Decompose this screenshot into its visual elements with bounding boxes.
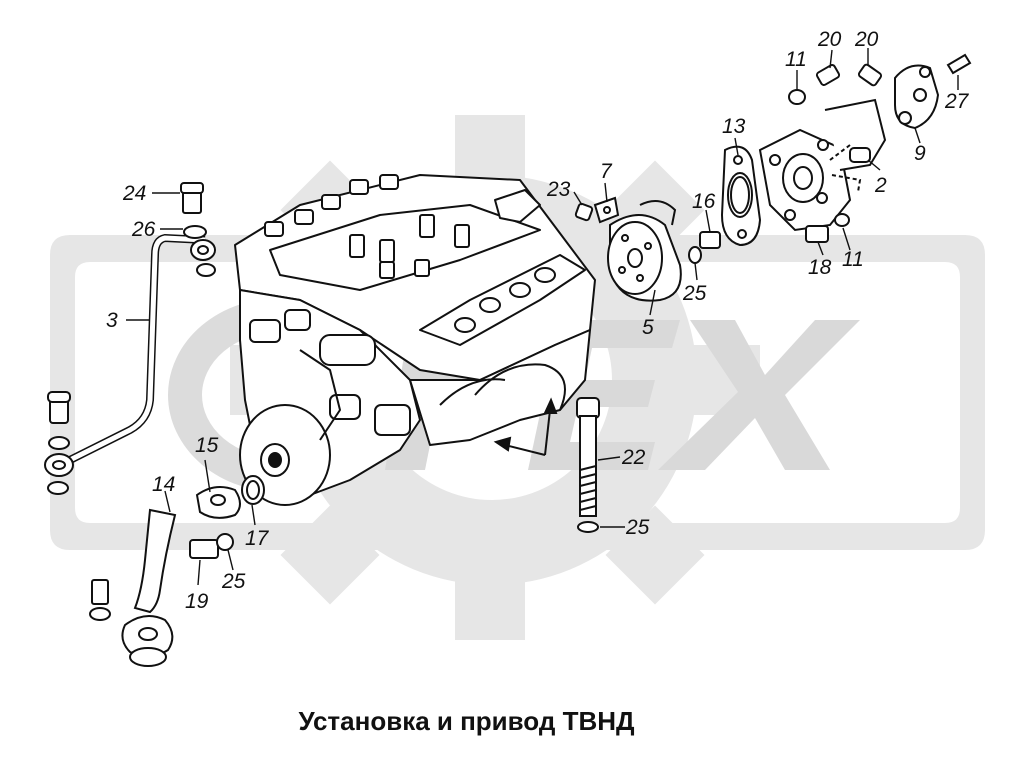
callout-5: 5 — [642, 316, 654, 339]
callout-20-right: 20 — [854, 28, 879, 51]
callout-25-bolt: 25 — [625, 516, 650, 539]
callout-17: 17 — [245, 527, 270, 550]
drive-flange — [574, 196, 721, 302]
callouts: 24 26 3 14 15 17 19 25 23 7 5 16 25 13 1… — [106, 28, 970, 613]
long-bolt — [576, 397, 600, 533]
leader-lines — [126, 48, 959, 586]
fuel-pipe — [68, 233, 206, 464]
callout-26: 26 — [131, 218, 156, 241]
callout-11-bottom: 11 — [842, 248, 864, 271]
callout-2: 2 — [874, 174, 887, 197]
callout-25-flange: 25 — [682, 282, 707, 305]
callout-20-left: 20 — [817, 28, 842, 51]
fuel-pump-body — [234, 174, 596, 506]
pump-outlets — [419, 254, 586, 411]
callout-7: 7 — [600, 160, 613, 183]
callout-18: 18 — [808, 256, 832, 279]
callout-14: 14 — [152, 473, 175, 496]
pump-left-fittings — [249, 309, 411, 441]
callout-22: 22 — [621, 446, 646, 469]
callout-27: 27 — [944, 90, 970, 113]
callout-25-hose: 25 — [221, 570, 246, 593]
banjo-fitting-left — [44, 391, 74, 495]
callout-19: 19 — [185, 590, 209, 613]
callout-23: 23 — [546, 178, 571, 201]
callout-9: 9 — [914, 142, 926, 165]
diagram-title: Установка и привод ТВНД — [0, 706, 1023, 737]
hose-assembly — [89, 475, 265, 667]
callout-13: 13 — [722, 115, 746, 138]
callout-15: 15 — [195, 434, 219, 457]
callout-16: 16 — [692, 190, 716, 213]
coupling-housing — [758, 63, 887, 243]
diagram-title-text: Установка и привод ТВНД — [298, 706, 635, 736]
callout-11-top: 11 — [785, 48, 807, 71]
callout-24: 24 — [122, 182, 146, 205]
banjo-fitting-top — [180, 182, 216, 277]
rotation-arrows — [493, 397, 558, 456]
coupling-half — [894, 53, 972, 130]
pump-sections — [264, 174, 541, 291]
callout-3: 3 — [106, 309, 118, 332]
gasket-13 — [720, 145, 762, 247]
